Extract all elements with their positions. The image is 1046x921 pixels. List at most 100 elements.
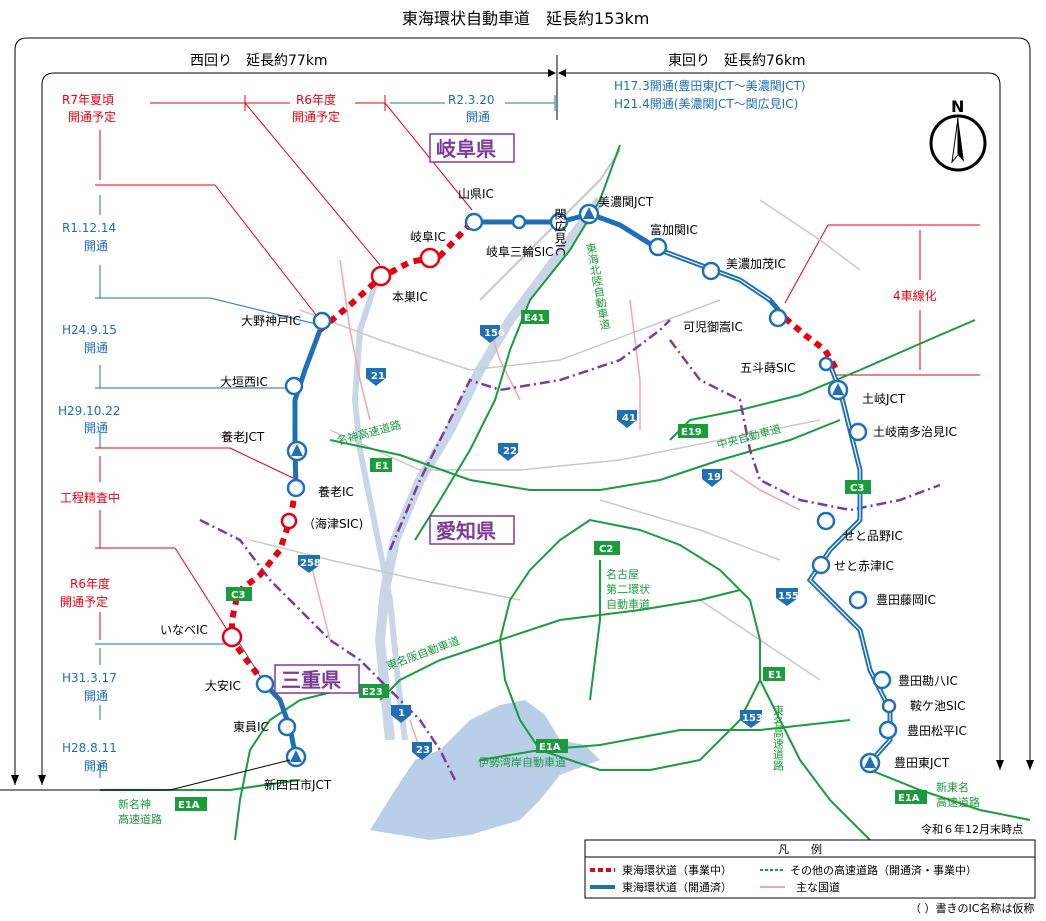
shield-c2: C2 <box>599 544 613 555</box>
legend-jigyo: 東海環状道（事業中） <box>622 863 732 877</box>
label-gotofu: 五斗蒔SIC <box>740 361 796 375</box>
label-gifumiwa: 岐阜三輪SIC <box>486 244 554 259</box>
map-title: 東海環状自動車道 延長約153km <box>402 9 649 28</box>
label-minokamo: 美濃加茂IC <box>726 257 786 271</box>
svg-text:153: 153 <box>742 713 763 724</box>
legend-title: 凡 例 <box>778 842 822 856</box>
road-nagoya2-1: 名古屋 <box>606 567 639 581</box>
svg-text:22: 22 <box>503 446 517 457</box>
shield-e1a-west: E1A <box>178 800 200 811</box>
seg-r2-line2: 開通 <box>466 110 490 124</box>
shield-e1a-east: E1A <box>898 793 920 804</box>
bracket-west <box>41 72 550 785</box>
label-kogaike: 鞍ケ池SIC <box>910 698 966 713</box>
national-roads <box>309 259 801 751</box>
label-toyotamatsudaira: 豊田松平IC <box>907 724 967 738</box>
label-oogakinishi: 大垣西IC <box>220 375 268 389</box>
road-isewangan: 伊勢湾岸自動車道 <box>478 755 566 769</box>
shield-e41: E41 <box>524 313 545 324</box>
label-setoshinano: せと品野IC <box>843 529 903 543</box>
legend-other: その他の高速道路（開通済・事業中） <box>790 863 977 877</box>
label-kani: 可児御嵩IC <box>683 319 743 334</box>
ic-markers <box>255 212 898 740</box>
label-daian: 大安IC <box>205 678 241 693</box>
seg-h28-line2: 開通 <box>84 759 108 773</box>
road-meishin: 名神高速道路 <box>335 417 402 448</box>
west-label: 西回り 延長約77km <box>190 53 328 69</box>
label-touin: 東員IC <box>233 720 269 734</box>
seg-h29-line1: H29.10.22 <box>58 404 120 418</box>
shield-c3-west: C3 <box>231 590 245 601</box>
svg-text:155: 155 <box>778 591 799 602</box>
north-label: N <box>951 97 964 116</box>
road-shintomei-2: 高速道路 <box>936 795 980 809</box>
seg-h24-line2: 開通 <box>84 341 108 355</box>
label-toki: 土岐JCT <box>862 392 906 406</box>
road-shintomei-1: 新東名 <box>936 780 969 794</box>
svg-text:258: 258 <box>300 558 321 569</box>
ise-bay <box>370 700 600 840</box>
asof-label: 令和６年12月末時点 <box>921 822 1023 836</box>
seg-r6-line1: R6年度 <box>296 92 336 107</box>
left-timeline <box>95 184 321 778</box>
national-shields: 156 21 22 41 19 258 155 153 1 23 <box>298 325 799 760</box>
svg-text:19: 19 <box>707 472 721 483</box>
seg-r6-left-line1: R6年度 <box>70 576 110 591</box>
road-tokaihokuriku: 東海北陸自動車道 <box>584 242 612 331</box>
road-shinmeishin-2: 高速道路 <box>118 812 162 826</box>
bracket-east <box>565 72 1001 770</box>
svg-text:23: 23 <box>416 745 430 756</box>
north-arrow-icon: N <box>929 97 987 172</box>
label-toyotakanpachi: 豊田勘八IC <box>898 674 958 688</box>
road-shinmeishin-1: 新名神 <box>118 797 151 811</box>
seg-r6-left-line2: 開通予定 <box>60 594 108 609</box>
label-tokiminami: 土岐南多治見IC <box>873 424 957 439</box>
svg-text:1: 1 <box>398 708 405 719</box>
shield-c3-east: C3 <box>850 483 864 494</box>
pref-aichi: 愛知県 <box>436 519 496 543</box>
label-minoseki: 美濃関JCT <box>598 195 654 209</box>
seg-h29-line2: 開通 <box>84 421 108 435</box>
label-kaizu: （海津SIC) <box>303 516 363 531</box>
pref-gifu: 岐阜県 <box>436 137 496 161</box>
label-yamagata: 山県IC <box>458 187 494 201</box>
label-yourojct: 養老JCT <box>221 429 265 444</box>
river-kiso <box>374 197 604 741</box>
seg-r2-line1: R2.3.20 <box>448 93 495 107</box>
label-shinyokkaichi: 新四日市JCT <box>264 777 332 792</box>
seg-r1-line2: 開通 <box>84 239 108 253</box>
shield-e19: E19 <box>681 427 702 438</box>
seg-h24-line1: H24.9.15 <box>62 323 117 337</box>
legend-kaitsu: 東海環状道（開通済） <box>622 880 732 894</box>
label-sekihiromi: 関広見IC <box>553 208 567 256</box>
footnote: （ ）書きのIC名称は仮称 <box>910 901 1034 915</box>
jct-markers <box>285 203 881 774</box>
shield-e1-north: E1 <box>375 461 389 472</box>
east-note-2: H21.4開通(美濃関JCT～関広見IC) <box>614 97 798 111</box>
label-inabe: いなべIC <box>160 623 208 637</box>
road-nagoya2-3: 自動車道 <box>606 597 650 611</box>
seg-r7-line2: 開通予定 <box>68 109 116 124</box>
seg-koutei: 工程精査中 <box>60 490 120 505</box>
label-honsu: 本巣IC <box>392 290 428 304</box>
ic-yamagata-marker <box>464 212 484 232</box>
seg-h31-line1: H31.3.17 <box>62 671 117 685</box>
shield-e1a-bay: E1A <box>539 742 561 753</box>
legend-kokudo: 主な国道 <box>796 880 840 894</box>
seg-r1-line1: R1.12.14 <box>62 221 116 235</box>
legend: 凡 例 東海環状道（事業中） 東海環状道（開通済） その他の高速道路（開通済・事… <box>584 839 1036 899</box>
svg-text:156: 156 <box>484 328 505 339</box>
label-oonokanbe: 大野神戸IC <box>241 314 301 328</box>
seg-r6-line2: 開通予定 <box>292 109 340 124</box>
label-gifu: 岐阜IC <box>410 230 446 244</box>
road-nagoya2-2: 第二環状 <box>606 582 650 596</box>
svg-text:41: 41 <box>622 413 636 424</box>
other-expressways <box>199 319 941 781</box>
label-toyotahigashi: 豊田東JCT <box>894 756 950 770</box>
svg-text:21: 21 <box>371 371 385 382</box>
ic-planned-markers <box>221 247 441 648</box>
shield-e1-south: E1 <box>768 670 782 681</box>
bracket-total <box>14 37 1031 785</box>
seg-r7-line1: R7年夏頃 <box>62 93 114 107</box>
